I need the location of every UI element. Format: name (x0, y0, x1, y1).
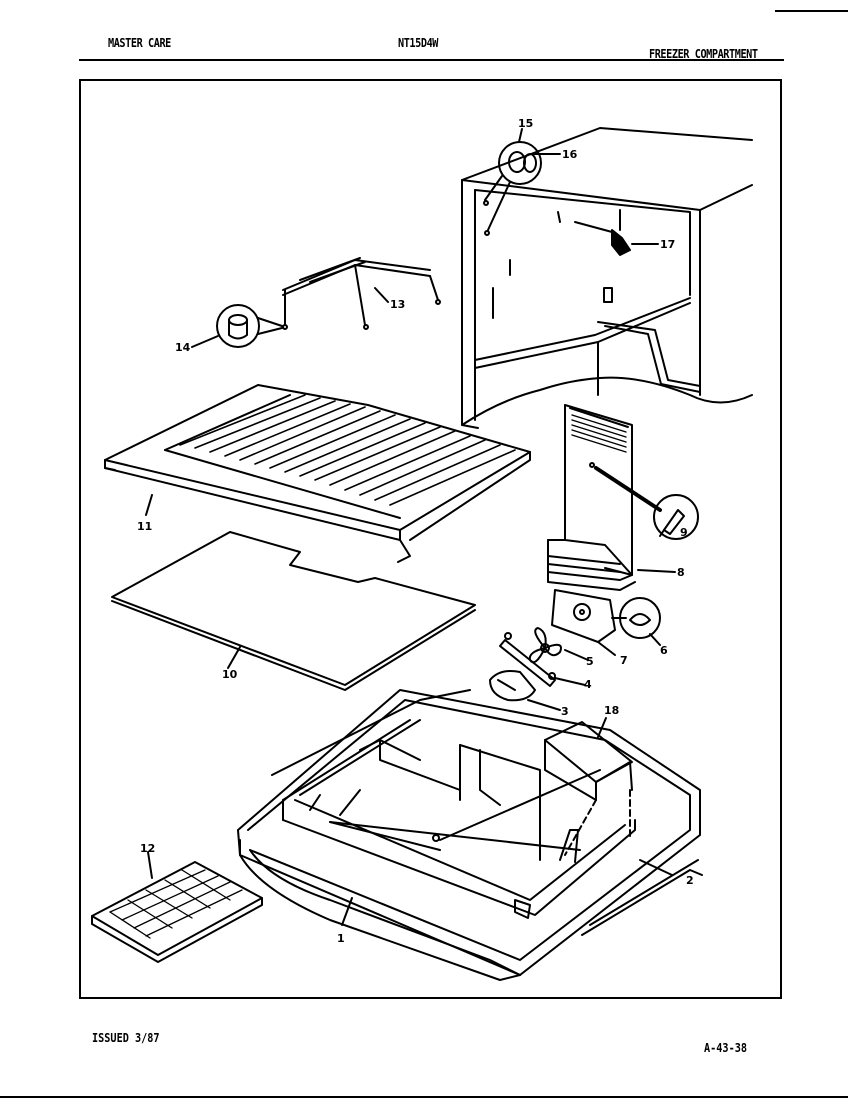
callout-4: 4 (584, 678, 592, 691)
callout-13: 13 (390, 298, 405, 311)
header-section: FREEZER COMPARTMENT (649, 47, 758, 61)
freezer-shelf-part-11 (104, 384, 531, 563)
fan-bracket-part-7 (551, 589, 616, 656)
callout-5: 5 (586, 655, 594, 668)
diagram-frame (79, 79, 782, 999)
top-corner-rule (775, 10, 848, 12)
callout-10: 10 (222, 668, 238, 681)
callout-14: 14 (175, 341, 191, 354)
callout-17: 17 (660, 238, 675, 251)
fan-blade-part-5 (528, 627, 589, 664)
light-socket-part-15-16 (483, 128, 561, 236)
header-brand: MASTER CARE (108, 36, 171, 50)
bottom-rule (0, 1096, 848, 1098)
callout-1: 1 (337, 932, 345, 945)
callout-7: 7 (620, 654, 628, 667)
page-code: A-43-38 (704, 1041, 747, 1055)
callout-2: 2 (686, 874, 694, 887)
header-rule (79, 59, 784, 61)
grommet-part-6 (611, 597, 661, 646)
evaporator-cover-part-8 (547, 404, 676, 591)
duct-cover-part-18 (544, 717, 633, 856)
header-model: NT15D4W (398, 36, 439, 50)
callout-8: 8 (677, 566, 685, 579)
freezer-tray-part-1 (237, 689, 703, 981)
callout-9: 9 (680, 526, 688, 539)
callout-labels: 15 16 17 13 14 11 9 8 6 5 7 10 4 3 18 12… (137, 117, 694, 945)
callout-18: 18 (604, 704, 619, 717)
screw-part-14 (191, 304, 283, 348)
freezer-liner-illustration (461, 127, 753, 429)
callout-16: 16 (562, 148, 578, 161)
fan-motor-part-3-4 (489, 632, 586, 711)
light-bulb-part-17 (574, 209, 659, 256)
shelf-panel-part-10 (111, 531, 476, 691)
callout-3: 3 (561, 705, 569, 718)
screw-part-9 (653, 494, 699, 540)
shelf-retainer-part-13 (282, 257, 441, 330)
callout-6: 6 (660, 644, 668, 657)
callout-11: 11 (137, 520, 152, 533)
callout-15: 15 (518, 117, 533, 130)
issued-date: ISSUED 3/87 (92, 1031, 160, 1045)
ice-tray-part-12 (91, 851, 263, 963)
callout-12: 12 (140, 842, 155, 855)
